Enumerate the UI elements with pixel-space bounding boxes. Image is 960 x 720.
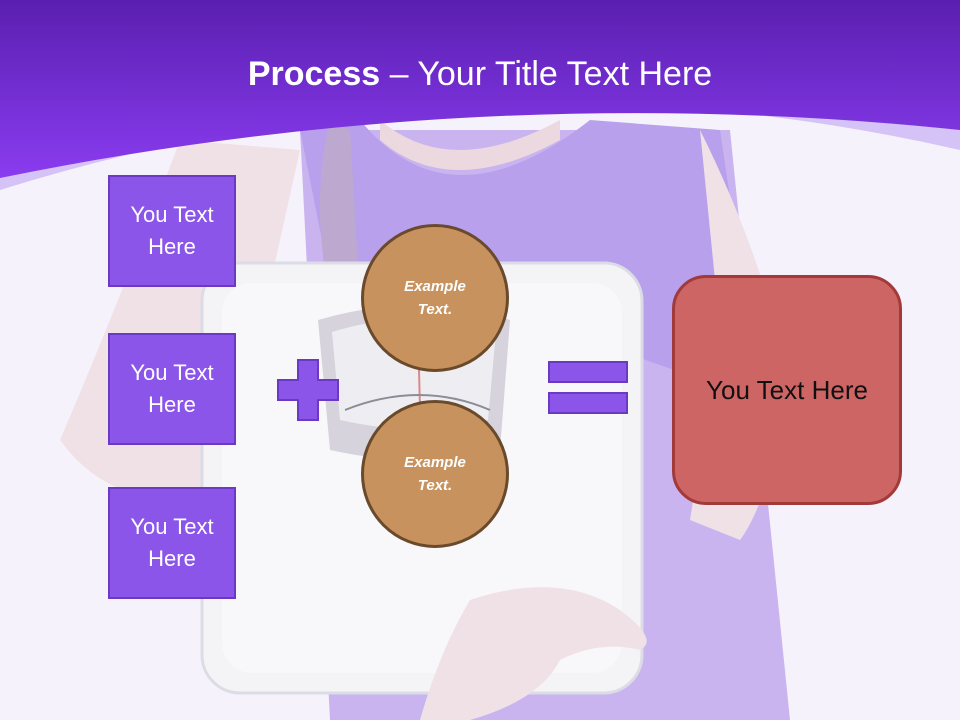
title-rest: – Your Title Text Here [380, 55, 713, 93]
text-box-label: You Text Here [130, 360, 214, 417]
circle-label: Example Text. [404, 278, 466, 318]
page-title: Process – Your Title Text Here [0, 50, 960, 98]
result-label: You Text Here [706, 375, 868, 405]
text-box-label: You Text Here [130, 202, 214, 259]
text-box-2[interactable]: You Text Here [108, 333, 236, 445]
header-band [0, 0, 960, 190]
circle-label: Example Text. [404, 454, 466, 494]
text-box-label: You Text Here [130, 514, 214, 571]
text-box-3[interactable]: You Text Here [108, 487, 236, 599]
title-bold: Process [247, 55, 381, 93]
example-circle-1[interactable]: Example Text. [361, 224, 509, 372]
plus-icon [277, 359, 339, 421]
text-box-1[interactable]: You Text Here [108, 175, 236, 287]
equals-icon [548, 361, 628, 414]
example-circle-2[interactable]: Example Text. [361, 400, 509, 548]
result-box[interactable]: You Text Here [672, 275, 902, 505]
